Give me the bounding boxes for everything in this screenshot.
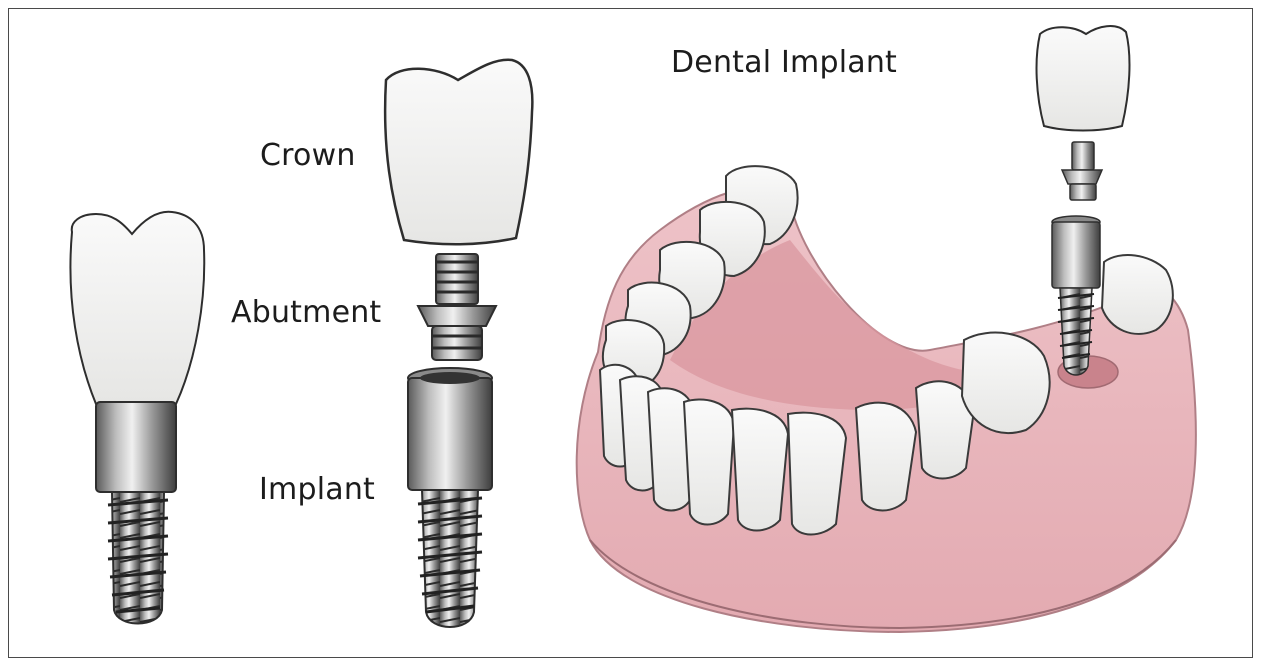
exploded-implant (408, 368, 492, 627)
exploded-crown (385, 60, 532, 244)
jaw-abutment (1062, 142, 1102, 200)
exploded-abutment (418, 254, 496, 360)
assembled-collar (96, 402, 176, 492)
jaw-crown (1037, 26, 1130, 130)
crown-label: Crown (260, 138, 356, 173)
diagram-title: Dental Implant (671, 45, 897, 80)
assembled-crown (70, 212, 204, 404)
right-molar (1102, 255, 1173, 334)
lower-jaw-model (577, 26, 1196, 632)
implant-label: Implant (259, 472, 375, 507)
abutment-label: Abutment (231, 295, 381, 330)
assembled-implant (70, 212, 204, 624)
